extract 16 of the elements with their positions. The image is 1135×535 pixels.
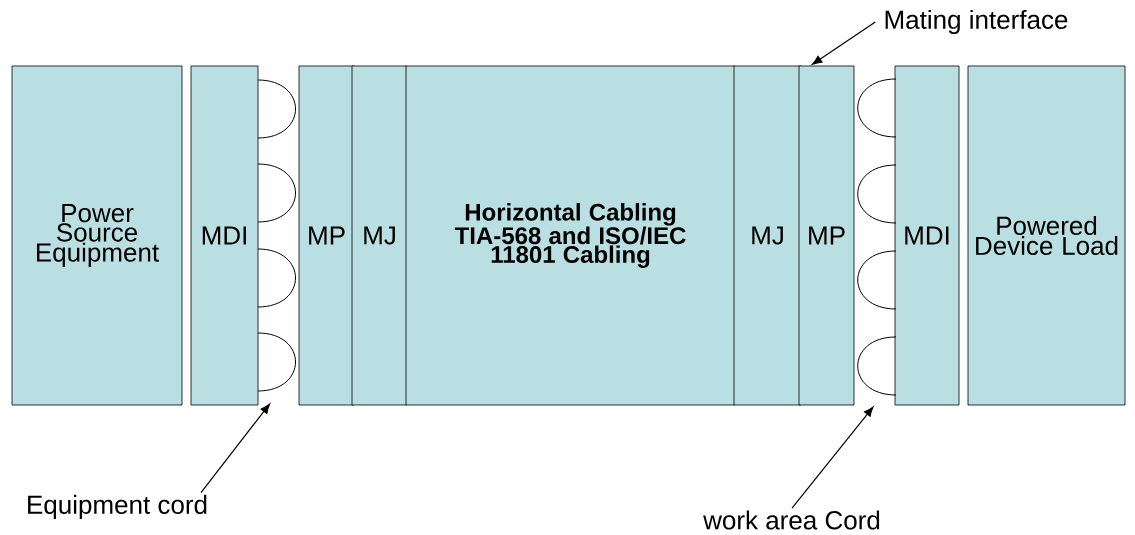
component-box: MJ bbox=[351, 65, 408, 406]
component-box: MDI bbox=[894, 65, 960, 406]
callout-text: Equipment cord bbox=[28, 494, 207, 520]
component-box: MP bbox=[298, 65, 355, 406]
component-box: MP bbox=[798, 65, 855, 406]
leader-arrow bbox=[811, 21, 876, 65]
component-box: Powered Device Load bbox=[967, 65, 1126, 406]
leader-arrow bbox=[200, 403, 271, 494]
component-box: MDI bbox=[190, 65, 259, 406]
component-box: MJ bbox=[733, 65, 802, 406]
leader-arrow bbox=[791, 406, 874, 509]
callout-text: Mating interface bbox=[885, 9, 1068, 35]
cord-drawing bbox=[257, 79, 296, 392]
cord-drawing bbox=[857, 78, 897, 396]
callout-text: work area Cord bbox=[703, 510, 880, 530]
component-box: Power Source Equipment bbox=[11, 65, 183, 406]
